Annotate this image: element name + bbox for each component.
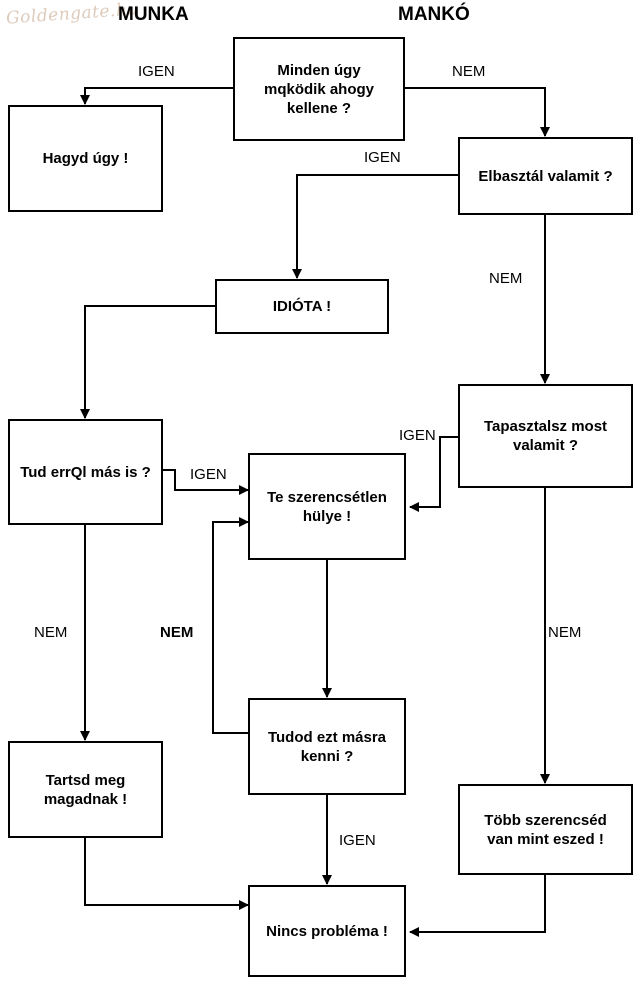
node-lucky: Több szerencséd van mint eszed ! [458, 784, 633, 875]
header-munka: MUNKA [118, 4, 189, 25]
node-does-everything-work: Minden úgy mqködik ahogy kellene ? [233, 37, 405, 141]
node-wretched: Te szerencsétlen hülye ! [248, 453, 406, 560]
node-experiencing: Tapasztalsz most valamit ? [458, 384, 633, 488]
node-no-problem: Nincs probléma ! [248, 885, 406, 977]
edge-idiot-to-others [80, 305, 215, 419]
label-blame-yes: IGEN [339, 832, 376, 849]
edge-messed-yes [292, 174, 458, 279]
node-idiot: IDIÓTA ! [215, 279, 389, 334]
node-keep-it: Tartsd meg magadnak ! [8, 741, 163, 838]
header-manko: MANKÓ [398, 4, 470, 25]
edge-lucky-to-noproblem [409, 875, 546, 937]
label-others-no: NEM [34, 624, 68, 641]
label-works-no: NEM [452, 63, 486, 80]
label-experiencing-no: NEM [548, 624, 582, 641]
label-works-yes: IGEN [138, 63, 175, 80]
edge-others-yes [163, 469, 249, 495]
edge-keep-to-noproblem [84, 838, 249, 910]
label-messed-no: NEM [489, 270, 523, 287]
edge-works-no [405, 87, 550, 137]
node-leave-it: Hagyd úgy ! [8, 105, 163, 212]
label-blame-no: NEM [160, 624, 194, 641]
edge-blame-no [212, 517, 249, 734]
node-others-know: Tud errQl más is ? [8, 419, 163, 525]
label-others-yes: IGEN [190, 466, 227, 483]
label-messed-yes: IGEN [364, 149, 401, 166]
edge-experiencing-yes [409, 436, 458, 512]
edge-works-yes [80, 87, 233, 105]
node-blame-else: Tudod ezt másra kenni ? [248, 698, 406, 795]
label-experiencing-yes: IGEN [399, 427, 436, 444]
node-messed-up: Elbasztál valamit ? [458, 137, 633, 215]
